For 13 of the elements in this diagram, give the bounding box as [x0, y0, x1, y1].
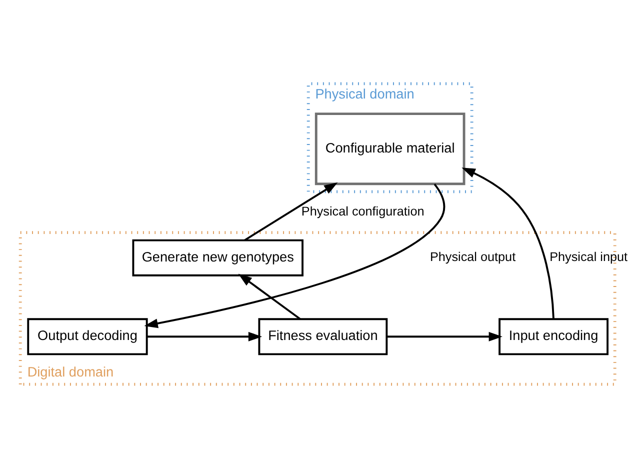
- arrow: [144, 183, 446, 328]
- arrow: [386, 331, 502, 341]
- node-box: Output decoding: [27, 318, 148, 355]
- arrow: [147, 331, 262, 341]
- arrow: [462, 167, 554, 318]
- edge-label: Physical input: [550, 250, 628, 264]
- node-box: Generate new genotypes: [132, 238, 304, 276]
- node-box: Input encoding: [498, 318, 609, 355]
- node-box: Configurable material: [314, 112, 466, 185]
- node-box: Fitness evaluation: [258, 318, 388, 355]
- arrow: [238, 273, 301, 320]
- edge-label: Physical output: [430, 250, 516, 264]
- edge-label: Physical configuration: [301, 204, 424, 218]
